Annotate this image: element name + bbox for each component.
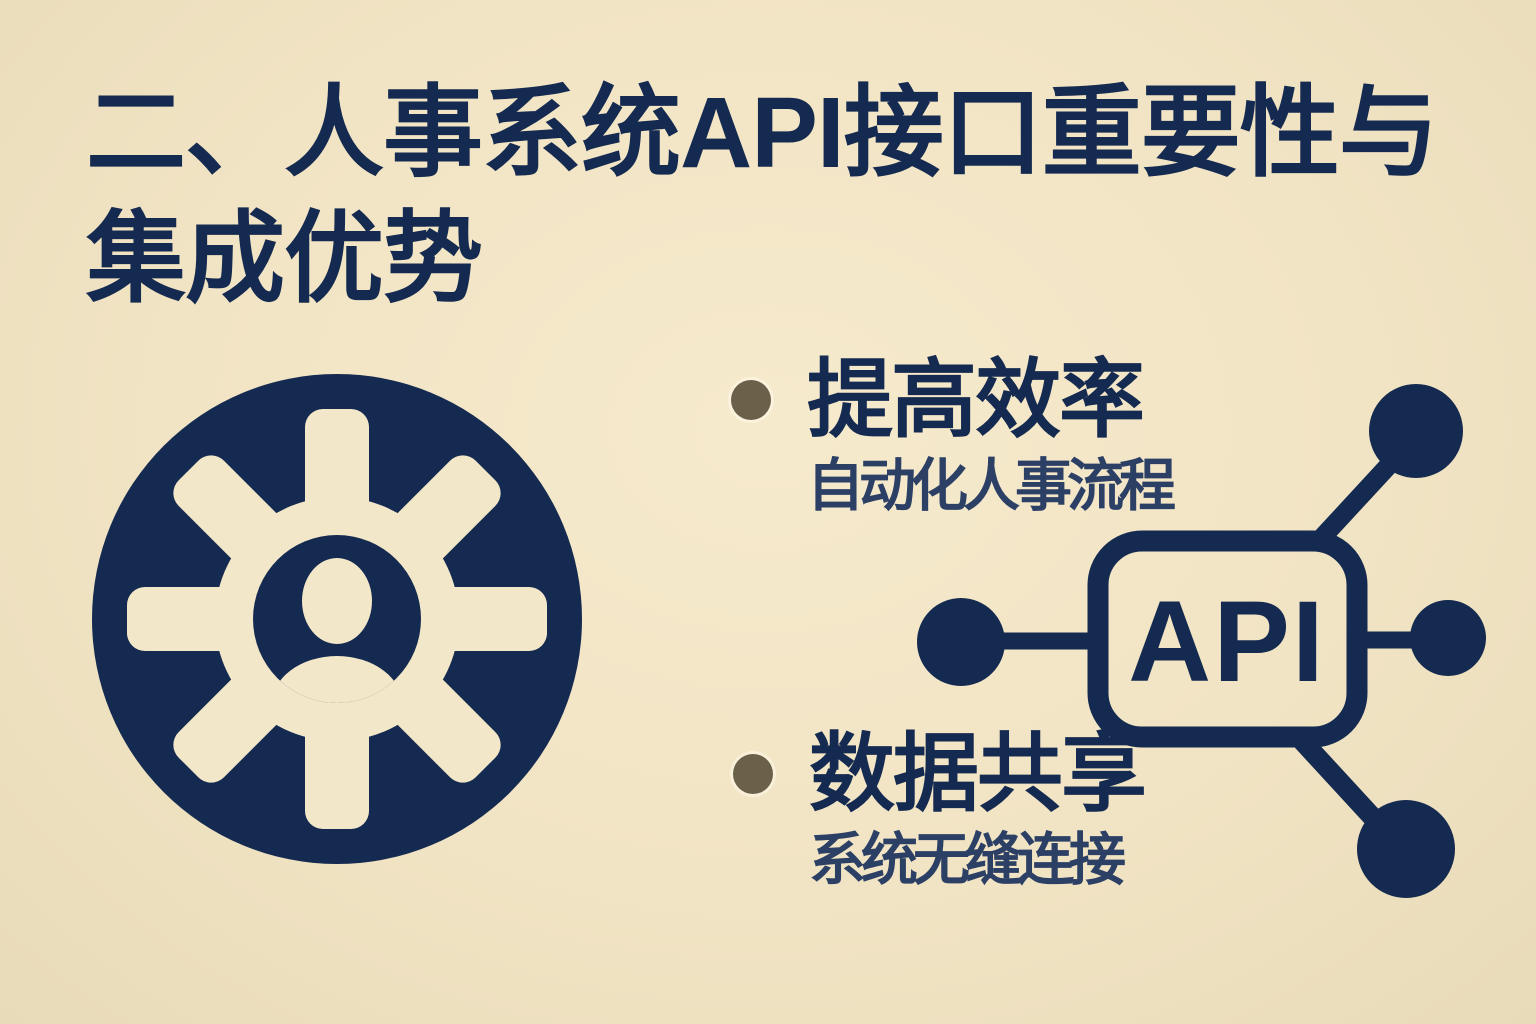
bullet-subtitle: 系统无缝连接 bbox=[809, 828, 1126, 892]
bullet-heading: 数据共享 bbox=[809, 726, 1147, 822]
bullet-dot-icon bbox=[733, 754, 773, 794]
hr-automation-gear-icon bbox=[92, 374, 582, 864]
bullet-text-block: 提高效率 自动化人事流程 bbox=[807, 352, 1176, 518]
network-node-left bbox=[917, 598, 1005, 686]
bullet-dot-icon bbox=[731, 380, 771, 420]
connector-line-bottom-right bbox=[1287, 726, 1384, 828]
title-line-2: 集成优势 bbox=[86, 203, 483, 315]
gear-icon bbox=[127, 409, 547, 829]
connector-line-top-right bbox=[1310, 457, 1397, 550]
page-title: 二、人事系统API接口重要性与 集成优势 bbox=[86, 70, 1439, 322]
bullet-heading: 提高效率 bbox=[807, 352, 1145, 448]
title-line-1: 二、人事系统API接口重要性与 bbox=[86, 77, 1439, 189]
api-label: API bbox=[1128, 578, 1326, 706]
api-box bbox=[1087, 530, 1368, 748]
network-nodes bbox=[917, 384, 1486, 898]
network-node-right bbox=[1410, 600, 1486, 676]
bullet-text-block: 数据共享 系统无缝连接 bbox=[809, 726, 1147, 892]
network-node-bottom-right bbox=[1357, 800, 1455, 898]
person-icon bbox=[271, 558, 403, 703]
network-node-top-right bbox=[1369, 384, 1463, 478]
bullet-item-efficiency: 提高效率 自动化人事流程 bbox=[731, 352, 1176, 518]
bullet-item-data-sharing: 数据共享 系统无缝连接 bbox=[733, 726, 1147, 892]
bullet-subtitle: 自动化人事流程 bbox=[807, 454, 1176, 518]
